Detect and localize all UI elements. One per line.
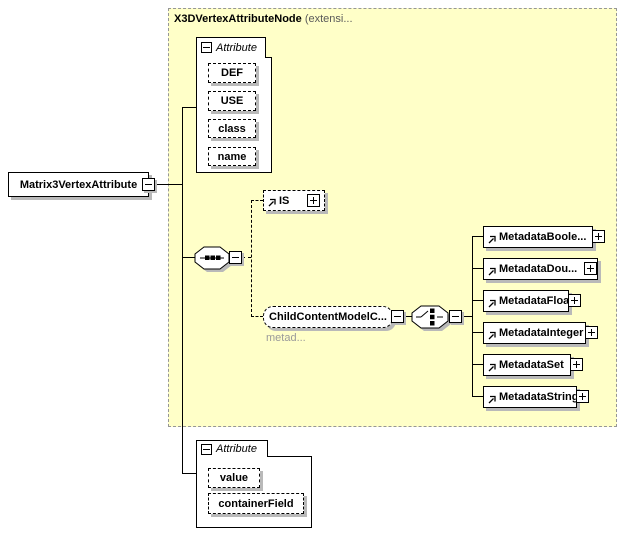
top-attribute-group-edge [265, 57, 272, 58]
element-box-metadatastring[interactable]: MetadataString [483, 386, 579, 408]
connector-line [182, 107, 196, 108]
element-label: MetadataInteger [499, 327, 584, 339]
container-title: X3DVertexAttributeNode (extensi... [174, 13, 353, 25]
minus-icon[interactable] [449, 310, 462, 323]
root-element-box[interactable]: Matrix3VertexAttribute [8, 172, 149, 197]
bottom-attribute-group-tab[interactable]: Attribute [196, 440, 268, 457]
container-title-suffix: (extensi... [304, 13, 353, 25]
top-attribute-group-tab[interactable]: Attribute [196, 37, 266, 57]
connector-line [182, 107, 183, 474]
minus-icon[interactable] [391, 310, 404, 323]
reference-arrow-icon [488, 331, 496, 340]
connector-line [472, 364, 483, 365]
connector-line [462, 316, 472, 317]
attribute-box-use[interactable]: USE [208, 91, 256, 111]
connector-line [472, 300, 483, 301]
connector-line [182, 257, 195, 258]
plus-icon[interactable] [570, 358, 583, 371]
connector-line [472, 268, 483, 269]
attribute-label: class [218, 122, 246, 135]
bottom-attribute-group-body [196, 456, 312, 528]
connector-line [472, 236, 483, 237]
minus-icon[interactable] [201, 443, 212, 455]
plus-icon[interactable] [584, 262, 597, 275]
reference-arrow-icon [488, 267, 496, 276]
reference-arrow-icon [488, 363, 496, 372]
dashed-connector-line [251, 200, 263, 201]
element-box-metadataboolean[interactable]: MetadataBoole... [483, 226, 593, 248]
reference-arrow-icon [268, 198, 276, 207]
element-label: MetadataString [499, 391, 579, 403]
root-element-label: Matrix3VertexAttribute [19, 178, 138, 191]
choice-connector-icon [411, 305, 451, 331]
element-box-metadataset[interactable]: MetadataSet [483, 354, 571, 376]
attribute-label: containerField [218, 497, 294, 510]
element-box-metadatafloat[interactable]: MetadataFloat [483, 290, 573, 312]
element-label: MetadataFloat [499, 295, 573, 307]
plus-icon[interactable] [568, 294, 581, 307]
attribute-box-name[interactable]: name [208, 147, 256, 166]
sequence-connector-icon [194, 246, 232, 272]
bottom-attribute-group-edge [268, 456, 312, 457]
connector-line [182, 473, 196, 474]
attribute-group-header: Attribute [216, 443, 257, 455]
minus-icon[interactable] [229, 251, 242, 264]
minus-icon[interactable] [142, 178, 155, 191]
attribute-label: DEF [221, 67, 243, 79]
connector-line [404, 316, 413, 317]
connector-line [472, 236, 473, 397]
minus-icon[interactable] [201, 42, 212, 53]
connector-line [155, 184, 182, 185]
attribute-box-class[interactable]: class [208, 119, 256, 138]
reference-arrow-icon [488, 235, 496, 244]
plus-icon[interactable] [576, 390, 589, 403]
group-box-childcontentmodel[interactable]: ChildContentModelC... [263, 306, 393, 328]
element-label: MetadataBoole... [499, 231, 587, 243]
reference-arrow-icon [488, 299, 496, 308]
dashed-connector-line [251, 200, 252, 317]
attribute-box-containerfield[interactable]: containerField [208, 493, 304, 514]
attribute-group-header: Attribute [216, 41, 257, 54]
attribute-box-value[interactable]: value [208, 468, 260, 488]
reference-arrow-icon [488, 395, 496, 404]
group-annotation: metad... [266, 332, 306, 344]
attribute-label: USE [220, 95, 244, 107]
element-box-metadatadouble[interactable]: MetadataDou... [483, 258, 598, 280]
plus-icon[interactable] [307, 194, 320, 207]
attribute-label: value [219, 472, 249, 484]
element-label: MetadataSet [499, 359, 564, 371]
dashed-connector-line [242, 257, 251, 258]
connector-line [472, 396, 483, 397]
connector-line [472, 332, 483, 333]
group-label: ChildContentModelC... [269, 311, 387, 323]
dashed-connector-line [251, 316, 263, 317]
element-label: MetadataDou... [499, 263, 578, 275]
container-title-name: X3DVertexAttributeNode [174, 13, 302, 25]
plus-icon[interactable] [585, 326, 598, 339]
attribute-box-def[interactable]: DEF [208, 63, 256, 83]
plus-icon[interactable] [592, 230, 605, 243]
attribute-label: name [217, 150, 247, 163]
element-box-metadatainteger[interactable]: MetadataInteger [483, 322, 586, 344]
element-label: IS [279, 194, 290, 207]
